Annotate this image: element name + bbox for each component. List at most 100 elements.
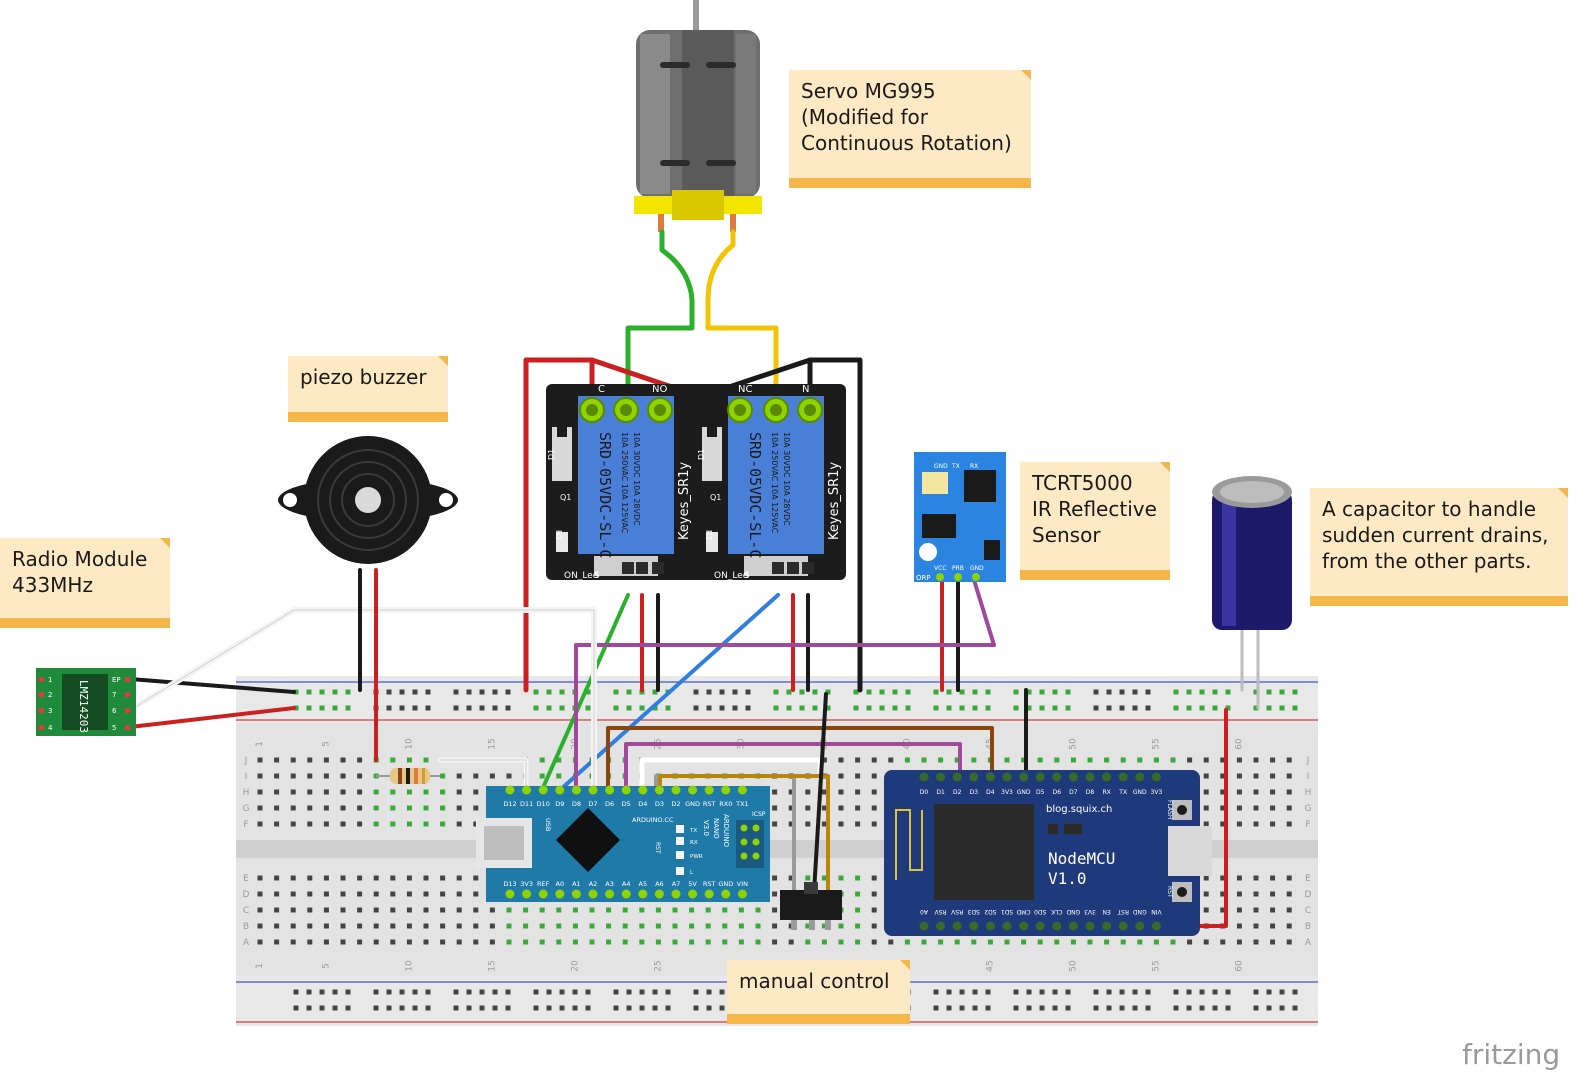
breadboard-hole — [1021, 757, 1027, 763]
breadboard-hole — [871, 821, 877, 827]
nano-top-pin-label: D5 — [622, 800, 631, 808]
radio-pin-right: 6 — [112, 707, 117, 715]
rail-hole — [559, 989, 565, 995]
nano-top-pin — [505, 785, 515, 795]
breadboard-hole — [1220, 891, 1226, 897]
rail-hole — [345, 705, 351, 711]
rail-hole — [812, 705, 818, 711]
breadboard-hole — [556, 907, 562, 913]
breadboard-hole — [489, 907, 495, 913]
breadboard-hole — [772, 875, 778, 881]
relay-label-nc: NC — [738, 384, 752, 395]
breadboard-hole — [838, 939, 844, 945]
breadboard-hole — [390, 907, 396, 913]
note-band — [727, 1014, 910, 1024]
breadboard-hole — [1187, 939, 1193, 945]
nano-icsp-pin — [740, 852, 748, 860]
rail-hole — [585, 689, 591, 695]
rail-hole — [613, 689, 619, 695]
rail-hole — [1065, 989, 1071, 995]
column-number-bottom: 10 — [404, 960, 414, 972]
breadboard-hole — [1270, 923, 1276, 929]
rail-hole — [559, 689, 565, 695]
rail-hole — [559, 1005, 565, 1011]
rail-hole — [306, 989, 312, 995]
note-background — [0, 538, 170, 628]
nodemcu-bottom-pin — [952, 921, 962, 931]
nodemcu-bottom-pin-label: CLK — [1050, 908, 1063, 915]
nano-top-pin — [721, 785, 731, 795]
breadboard-hole — [1037, 757, 1043, 763]
note-corner — [1558, 488, 1568, 498]
breadboard-hole — [1253, 757, 1259, 763]
switch-pin — [825, 920, 831, 930]
nano-bottom-pin-label: A4 — [622, 880, 631, 888]
breadboard-hole — [489, 939, 495, 945]
note-text-line: 433MHz — [12, 573, 93, 597]
radio-pad — [125, 692, 130, 697]
breadboard-hole — [1286, 757, 1292, 763]
rail-hole — [825, 705, 831, 711]
column-number-bottom: 25 — [653, 960, 663, 971]
rail-hole — [719, 689, 725, 695]
breadboard-hole — [987, 939, 993, 945]
rail-hole — [1145, 1005, 1151, 1011]
nano-top-pin — [654, 785, 664, 795]
breadboard-hole — [406, 789, 412, 795]
breadboard-hole — [1270, 773, 1276, 779]
breadboard-hole — [871, 923, 877, 929]
nano-bottom-pin-label: A3 — [605, 880, 614, 888]
breadboard-hole — [871, 939, 877, 945]
breadboard-hole — [406, 891, 412, 897]
breadboard-hole — [390, 891, 396, 897]
breadboard-hole — [423, 907, 429, 913]
rail-hole — [1065, 1005, 1071, 1011]
column-number-bottom: 5 — [321, 963, 331, 969]
nano-top-pin — [571, 785, 581, 795]
relay-terminal-screw — [586, 404, 598, 416]
breadboard-hole — [738, 939, 744, 945]
relay-label-c: C — [598, 384, 605, 395]
nano-icsp-pin — [752, 852, 760, 860]
breadboard-hole — [340, 773, 346, 779]
nodemcu-bottom-pin-label: RST — [1117, 908, 1129, 915]
rail-hole — [466, 705, 472, 711]
breadboard-hole — [1236, 891, 1242, 897]
note-background — [1020, 462, 1170, 580]
radio-pin-right: 7 — [112, 691, 116, 699]
breadboard-hole — [473, 773, 479, 779]
breadboard-hole — [722, 923, 728, 929]
column-number-top: 50 — [1068, 738, 1078, 750]
nano-top-pin — [688, 785, 698, 795]
breadboard-hole — [506, 773, 512, 779]
nano-led-label: RX — [690, 840, 698, 846]
breadboard-hole — [307, 891, 313, 897]
breadboard-hole — [954, 939, 960, 945]
breadboard-hole — [1153, 757, 1159, 763]
nodemcu-top-pin — [1052, 772, 1062, 782]
breadboard-hole — [307, 923, 313, 929]
breadboard-hole — [871, 757, 877, 763]
nano-bottom-pin — [522, 889, 532, 899]
rail-hole — [479, 705, 485, 711]
rail-hole — [972, 989, 978, 995]
rail-hole — [306, 705, 312, 711]
breadboard-hole — [1087, 939, 1093, 945]
wire-radio-vcc — [128, 706, 296, 729]
breadboard-hole — [1203, 805, 1209, 811]
breadboard-hole — [274, 773, 280, 779]
wire-brown — [606, 726, 994, 792]
nodemcu-top-pin — [1002, 772, 1012, 782]
breadboard-hole — [772, 923, 778, 929]
breadboard-hole — [722, 939, 728, 945]
rail-hole — [879, 705, 885, 711]
row-letter-left: B — [243, 922, 249, 932]
breadboard-hole — [340, 875, 346, 881]
nano-bottom-pin — [638, 889, 648, 899]
rail-hole — [866, 689, 872, 695]
breadboard-hole — [689, 923, 695, 929]
nodemcu-top-pin-label: D3 — [970, 789, 979, 796]
relay-pin — [787, 562, 799, 574]
nano-bottom-pin-label: A7 — [672, 880, 681, 888]
